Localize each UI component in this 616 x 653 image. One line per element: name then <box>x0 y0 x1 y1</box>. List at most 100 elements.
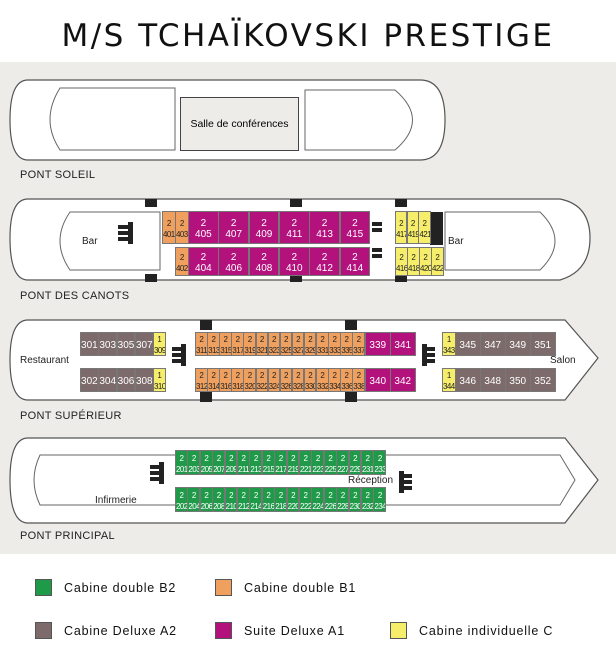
cabin-301[interactable]: 301 <box>80 332 99 356</box>
cabin-340[interactable]: 340 <box>365 368 391 392</box>
cabin-306[interactable]: 306 <box>116 368 136 392</box>
cabin-341[interactable]: 341 <box>390 332 416 356</box>
cabin-303[interactable]: 303 <box>98 332 118 356</box>
cabin-339[interactable]: 339 <box>365 332 391 356</box>
cabin-352[interactable]: 352 <box>530 368 556 392</box>
cabin-347[interactable]: 347 <box>480 332 506 356</box>
cabin-345[interactable]: 345 <box>455 332 481 356</box>
cabin-304[interactable]: 304 <box>98 368 118 392</box>
cabin-342[interactable]: 342 <box>390 368 416 392</box>
cabin-350[interactable]: 350 <box>505 368 531 392</box>
cabin-349[interactable]: 349 <box>505 332 531 356</box>
cabin-346[interactable]: 346 <box>455 368 481 392</box>
cabin-351[interactable]: 351 <box>530 332 556 356</box>
cabin-307[interactable]: 307 <box>134 332 154 356</box>
cabin-348[interactable]: 348 <box>480 368 506 392</box>
